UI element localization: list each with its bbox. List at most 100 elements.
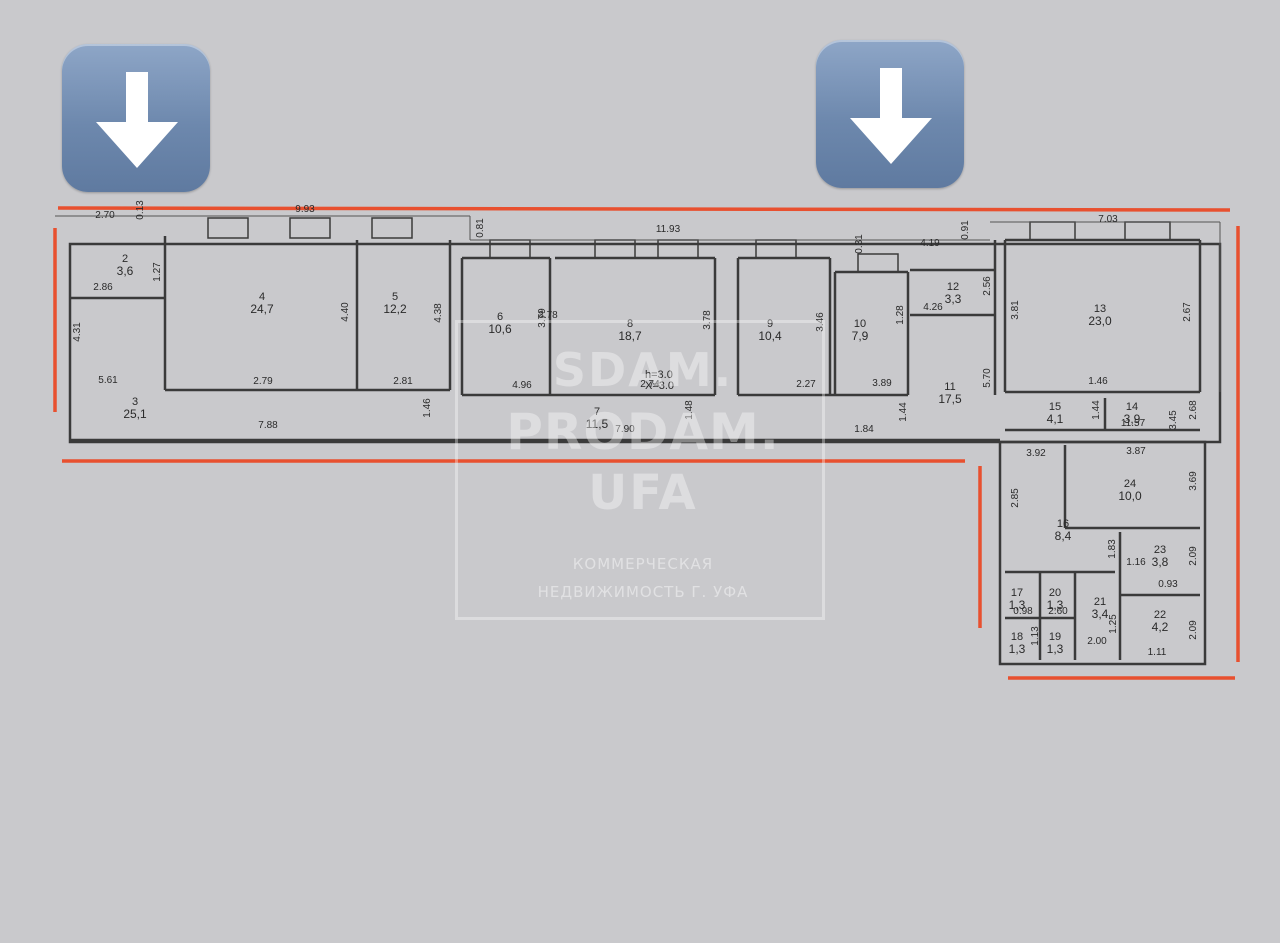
down-arrow-icon: [850, 68, 932, 164]
dimension-label: 3.78: [538, 310, 558, 321]
dimension-label: 2.74: [640, 379, 660, 390]
room-number: 12: [947, 281, 959, 293]
height-note-x: X=3.0: [645, 380, 674, 392]
room-area: 3,6: [117, 264, 134, 278]
room-area: 1,3: [1047, 642, 1064, 656]
room-number: 15: [1049, 401, 1061, 413]
dimension-label: 4.96: [512, 380, 532, 391]
dimension-label: 3.78: [702, 310, 713, 330]
dimension-label: 3.81: [1010, 300, 1021, 320]
dimension-label: 2.85: [1010, 488, 1021, 508]
dimension-label: 0.93: [1158, 579, 1178, 590]
room-area: 3,9: [1124, 412, 1141, 426]
room-number: 4: [259, 291, 265, 303]
dimension-label: 5.70: [982, 368, 993, 388]
highlight-outline: [53, 206, 1240, 680]
room-area: 11,5: [586, 417, 609, 431]
dimension-label: 9.93: [295, 204, 315, 215]
watermark-line-1: SDAM.: [552, 343, 734, 397]
dimension-label: 2.09: [1188, 546, 1199, 566]
dimension-label: 1.25: [1108, 614, 1119, 634]
room-number: 16: [1057, 518, 1069, 530]
dimension-label: 1.28: [895, 305, 906, 325]
room-area: 3,4: [1092, 607, 1109, 621]
room-number: 3: [132, 396, 138, 408]
watermark: SDAM. PRODAM. UFA КОММЕРЧЕСКАЯ НЕДВИЖИМО…: [455, 320, 825, 620]
room-area: 10,4: [758, 329, 782, 343]
height-note-h: h=3.0: [645, 369, 673, 381]
room-area: 4,1: [1047, 412, 1064, 426]
dimension-label: 4.31: [72, 322, 83, 342]
room-number: 17: [1011, 587, 1023, 599]
room-number: 22: [1154, 609, 1166, 621]
dimension-label: 7.90: [615, 424, 635, 435]
room-area: 24,7: [250, 302, 274, 316]
dimension-label: 11.93: [656, 224, 681, 235]
dimension-label: 4.19: [920, 238, 940, 249]
outline-top: [55, 215, 1221, 392]
dimension-label: 2.09: [1188, 620, 1199, 640]
room-number: 14: [1126, 401, 1138, 413]
dimension-label: 1.84: [854, 424, 874, 435]
dimension-label: 1.27: [152, 262, 163, 282]
room-number: 13: [1094, 303, 1106, 315]
room-number: 18: [1011, 631, 1023, 643]
outer-wall-annex: [998, 440, 1207, 666]
room-number: 9: [767, 318, 773, 330]
room-area: 17,5: [938, 392, 962, 406]
dimension-label: 3.92: [1026, 448, 1046, 459]
dimension-label: 2.68: [1188, 400, 1199, 420]
room-number: 11: [944, 381, 955, 393]
room-number: 5: [392, 291, 398, 303]
dimension-label: 1.11: [1148, 647, 1167, 658]
room-number: 24: [1124, 478, 1136, 490]
dimension-label: 0.13: [135, 200, 146, 220]
dimension-label: 4.40: [340, 302, 351, 322]
dimension-label: 2.00: [1087, 636, 1107, 647]
down-arrow-button-left: [62, 44, 210, 192]
room-area: 23,0: [1088, 314, 1112, 328]
down-arrow-button-right: [816, 40, 964, 188]
dimension-label: 5.61: [98, 375, 118, 386]
dimension-label: 1.13: [1030, 626, 1041, 646]
dimension-label: 1.46: [422, 398, 433, 418]
room-area: 1,3: [1009, 642, 1026, 656]
room-labels: 23,6325,1424,7512,2610,6711,5818,7910,41…: [117, 253, 1169, 656]
room-number: 10: [854, 318, 866, 330]
dimension-label: 3.46: [815, 312, 826, 332]
room-area: 7,9: [852, 329, 869, 343]
room-number: 6: [497, 311, 503, 323]
walls: [68, 236, 1222, 666]
dimension-label: 2.86: [93, 282, 113, 293]
dimension-label: 3.87: [1126, 446, 1146, 457]
room-number: 8: [627, 318, 633, 330]
room-number: 23: [1154, 544, 1166, 556]
watermark-line-5: НЕДВИЖИМОСТЬ Г. УФА: [537, 583, 749, 601]
dimension-label: 2.67: [1182, 302, 1193, 322]
dimension-label: 4.26: [923, 302, 943, 313]
room-area: 10,6: [488, 322, 512, 336]
room-area: 8,4: [1055, 529, 1072, 543]
dimension-label: 7.88: [258, 420, 278, 431]
dimension-label: 0.91: [960, 220, 971, 240]
room-area: 12,2: [383, 302, 407, 316]
dimension-label: 1.16: [1126, 557, 1146, 568]
dimension-label: 2.70: [95, 210, 115, 221]
dimension-label: 3.45: [1168, 410, 1179, 430]
dimension-label: 7.03: [1098, 214, 1118, 225]
dimension-label: 1.48: [684, 400, 695, 420]
room-number: 19: [1049, 631, 1061, 643]
room-area: 10,0: [1118, 489, 1142, 503]
dimension-label: 1.44: [898, 402, 909, 422]
dimension-label: 11.57: [1121, 418, 1146, 429]
dimension-label: 3.79: [537, 308, 548, 328]
dimension-label: 4.38: [433, 303, 444, 323]
watermark-line-4: КОММЕРЧЕСКАЯ: [572, 555, 714, 573]
room-area: 3,8: [1152, 555, 1169, 569]
room-area: 3,3: [945, 292, 962, 306]
room-number: 21: [1094, 596, 1106, 608]
room-area: 25,1: [123, 407, 147, 421]
dimension-label: 1.46: [1088, 376, 1108, 387]
room-area: 1,3: [1047, 598, 1064, 612]
